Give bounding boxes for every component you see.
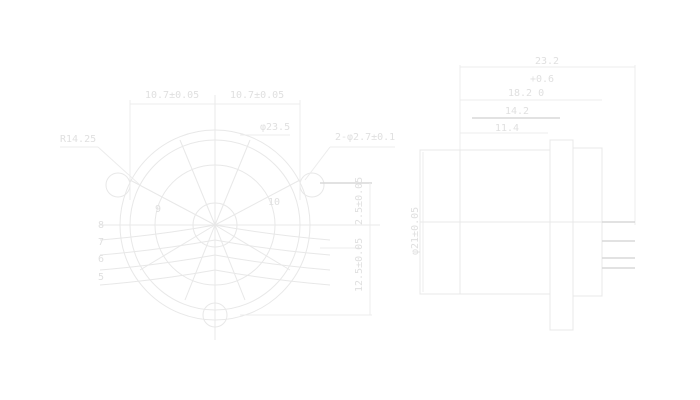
dim-right-lower: 12.5±0.05 [354, 238, 365, 292]
pin-label-8: 8 [98, 220, 104, 231]
pin-label-10: 10 [268, 197, 280, 208]
dim-11: 11.4 [495, 123, 519, 134]
dim-14: 14.2 [505, 106, 529, 117]
dim-tol: +0.6 [530, 74, 554, 85]
lead-curves [99, 224, 331, 286]
dim-top-right: 10.7±0.05 [230, 90, 284, 101]
pin-label-7: 7 [98, 237, 104, 248]
dim-top-left: 10.7±0.05 [145, 90, 199, 101]
front-view: 10.7±0.05 10.7±0.05 R14.25 φ23.5 2-φ2.7±… [60, 90, 395, 340]
dim-height: φ21±0.05 [410, 207, 421, 255]
dim-right-upper: 2.5±0.05 [354, 177, 365, 225]
dim-18: 18.2 0 [508, 88, 544, 99]
side-view: 23.2 +0.6 18.2 0 14.2 11.4 φ21±0.05 [410, 56, 636, 331]
diameter-label: φ23.5 [260, 122, 290, 133]
mount-hole-left [105, 172, 131, 198]
mount-hole-right [299, 172, 325, 198]
pin-label-5: 5 [98, 272, 104, 283]
pin-label-6: 6 [98, 254, 104, 265]
dim-overall: 23.2 [535, 56, 559, 67]
pin-label-9: 9 [155, 204, 161, 215]
radial-lines [129, 139, 301, 301]
holes-label: 2-φ2.7±0.1 [335, 132, 395, 143]
radius-label: R14.25 [60, 134, 96, 145]
